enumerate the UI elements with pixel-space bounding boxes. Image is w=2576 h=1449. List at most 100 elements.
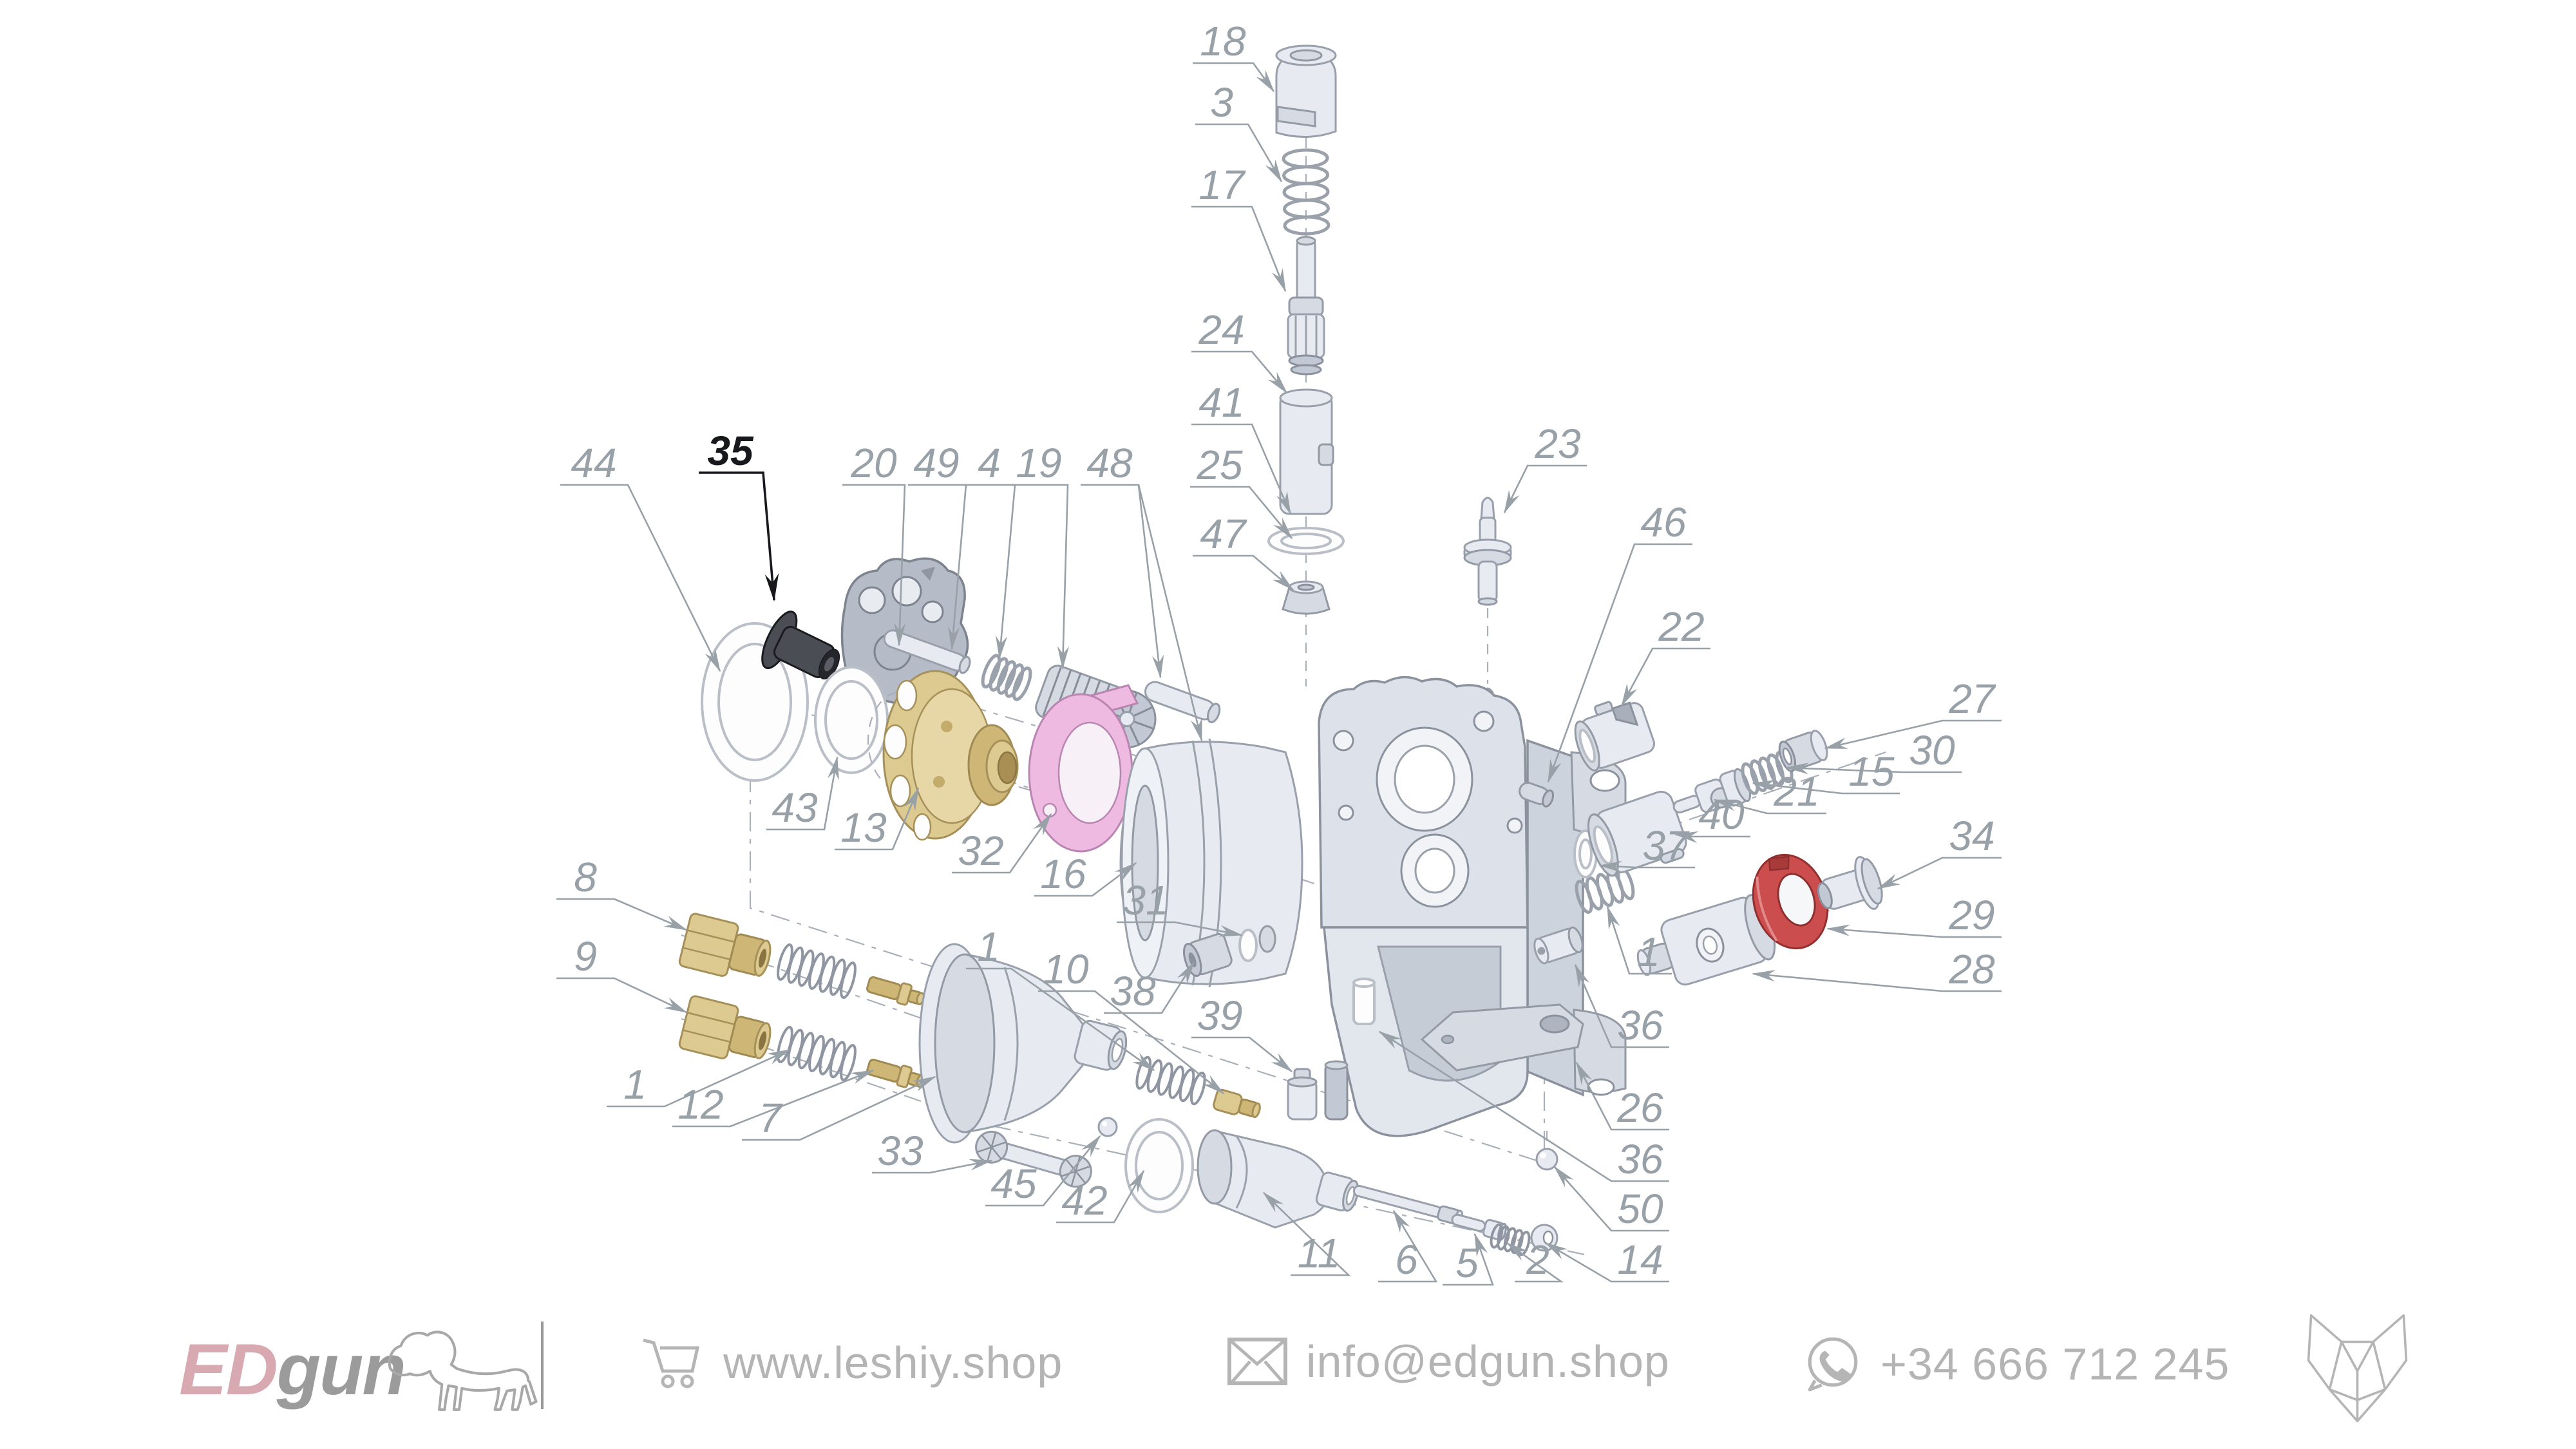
leader-line-29 bbox=[1826, 924, 2002, 938]
part-fitting-8 bbox=[678, 913, 772, 977]
leader-line-10 bbox=[1038, 990, 1225, 1095]
part-oring-44 bbox=[701, 622, 809, 782]
part-label-20: 20 bbox=[850, 440, 897, 486]
part-label-14: 14 bbox=[1617, 1236, 1663, 1283]
cart-icon bbox=[643, 1338, 700, 1388]
part-label-12: 12 bbox=[677, 1081, 723, 1128]
part-hammer-weight-13 bbox=[882, 670, 1019, 841]
part-bushing-35-highlighted bbox=[761, 611, 840, 679]
part-label-46: 46 bbox=[1640, 499, 1687, 545]
part-label-22: 22 bbox=[1658, 603, 1704, 650]
part-screw-36 bbox=[1533, 926, 1584, 965]
edgun-logo: EDgun bbox=[179, 1328, 406, 1411]
part-label-3: 3 bbox=[1210, 79, 1233, 126]
email-block: info@edgun.shop bbox=[1227, 1334, 1670, 1388]
part-wedge-plate-26 bbox=[1420, 1003, 1584, 1072]
leader-line-23 bbox=[1503, 464, 1587, 514]
part-label-23: 23 bbox=[1534, 421, 1581, 467]
leader-line-35 bbox=[699, 471, 779, 602]
part-label-50: 50 bbox=[1617, 1186, 1663, 1232]
part-cylinder-36-lower bbox=[1352, 978, 1376, 1025]
part-label-30: 30 bbox=[1909, 727, 1955, 773]
part-label-1: 1 bbox=[977, 923, 1000, 970]
part-label-44: 44 bbox=[571, 440, 616, 486]
part-label-36: 36 bbox=[1617, 1002, 1663, 1048]
part-plug-39 bbox=[1287, 1068, 1318, 1121]
part-label-4: 4 bbox=[978, 440, 1001, 486]
part-valve-stem-17 bbox=[1288, 236, 1324, 317]
leader-line-1 bbox=[966, 967, 1155, 1072]
part-cylinder-gray bbox=[1324, 1060, 1349, 1121]
part-ball-45 bbox=[1097, 1117, 1118, 1137]
part-valve-guide-24 bbox=[1287, 313, 1325, 375]
leader-line-34 bbox=[1877, 857, 2002, 890]
phone-link[interactable]: +34 666 712 245 bbox=[1880, 1339, 2230, 1389]
part-label-9: 9 bbox=[574, 933, 597, 980]
part-valve-bell-11 bbox=[1197, 1129, 1359, 1229]
part-power-ring-29-red bbox=[1752, 853, 1829, 950]
part-clamp-ring-32 bbox=[1028, 684, 1139, 853]
leader-line-21 bbox=[1713, 799, 1826, 815]
leader-line-6 bbox=[1378, 1209, 1438, 1283]
edgun-logo-gun: gun bbox=[276, 1329, 406, 1410]
part-label-47: 47 bbox=[1200, 511, 1247, 557]
part-pin-48a bbox=[1144, 681, 1221, 724]
leader-line-1 bbox=[607, 1048, 791, 1108]
part-pin-12b bbox=[866, 1058, 925, 1088]
part-valve-body-41 bbox=[1279, 388, 1334, 515]
part-label-28: 28 bbox=[1948, 946, 1995, 992]
phone-icon bbox=[1808, 1337, 1858, 1392]
leader-line-9 bbox=[556, 977, 688, 1014]
part-label-10: 10 bbox=[1043, 946, 1089, 992]
leader-line-36 bbox=[1574, 963, 1669, 1048]
part-label-26: 26 bbox=[1616, 1084, 1663, 1131]
part-label-48: 48 bbox=[1086, 440, 1133, 486]
part-bushing-27 bbox=[1778, 730, 1828, 772]
leader-line-27 bbox=[1824, 719, 2002, 750]
dog-silhouette-icon bbox=[388, 1331, 538, 1411]
leader-line-26 bbox=[1575, 1061, 1669, 1131]
part-pin-12a bbox=[866, 976, 925, 1006]
part-label-1: 1 bbox=[623, 1061, 647, 1108]
part-label-32: 32 bbox=[958, 828, 1003, 874]
part-end-cap-7 bbox=[918, 943, 1128, 1144]
part-label-15: 15 bbox=[1848, 748, 1895, 795]
leader-line-1 bbox=[1606, 905, 1672, 975]
part-label-29: 29 bbox=[1948, 892, 1994, 938]
leader-line-14 bbox=[1544, 1242, 1669, 1283]
leader-line-12 bbox=[672, 1069, 875, 1128]
leader-line-20 bbox=[842, 484, 906, 647]
leader-line-40 bbox=[1674, 831, 1750, 844]
website-link[interactable]: www.leshiy.shop bbox=[723, 1338, 1063, 1388]
part-fitting-9 bbox=[678, 995, 772, 1059]
part-label-16: 16 bbox=[1040, 851, 1086, 897]
leader-line-18 bbox=[1193, 62, 1275, 93]
leader-line-48 bbox=[1137, 484, 1203, 742]
leader-line-11 bbox=[1262, 1191, 1351, 1276]
part-label-34: 34 bbox=[1949, 813, 1994, 859]
email-link[interactable]: info@edgun.shop bbox=[1306, 1336, 1670, 1387]
leader-line-32 bbox=[952, 813, 1052, 874]
fox-head-wireframe-icon bbox=[2307, 1314, 2408, 1423]
leader-line-7 bbox=[742, 1075, 936, 1141]
part-label-13: 13 bbox=[840, 804, 887, 851]
website-block: www.leshiy.shop bbox=[641, 1333, 1063, 1392]
leader-line-4 bbox=[965, 484, 1016, 659]
part-ball-50 bbox=[1535, 1148, 1558, 1171]
part-label-19: 19 bbox=[1016, 440, 1061, 486]
part-label-37: 37 bbox=[1642, 822, 1690, 869]
part-label-17: 17 bbox=[1198, 162, 1246, 208]
leader-line-46 bbox=[1547, 543, 1692, 783]
part-label-45: 45 bbox=[990, 1160, 1037, 1207]
leader-line-2 bbox=[1506, 1242, 1564, 1283]
leader-line-36 bbox=[1378, 1030, 1669, 1182]
part-label-25: 25 bbox=[1196, 442, 1243, 488]
part-oring-25 bbox=[1267, 527, 1345, 555]
leader-line-15 bbox=[1752, 779, 1900, 795]
part-label-21: 21 bbox=[1773, 768, 1819, 815]
leader-line-28 bbox=[1752, 970, 2002, 992]
leader-line-33 bbox=[872, 1159, 993, 1174]
